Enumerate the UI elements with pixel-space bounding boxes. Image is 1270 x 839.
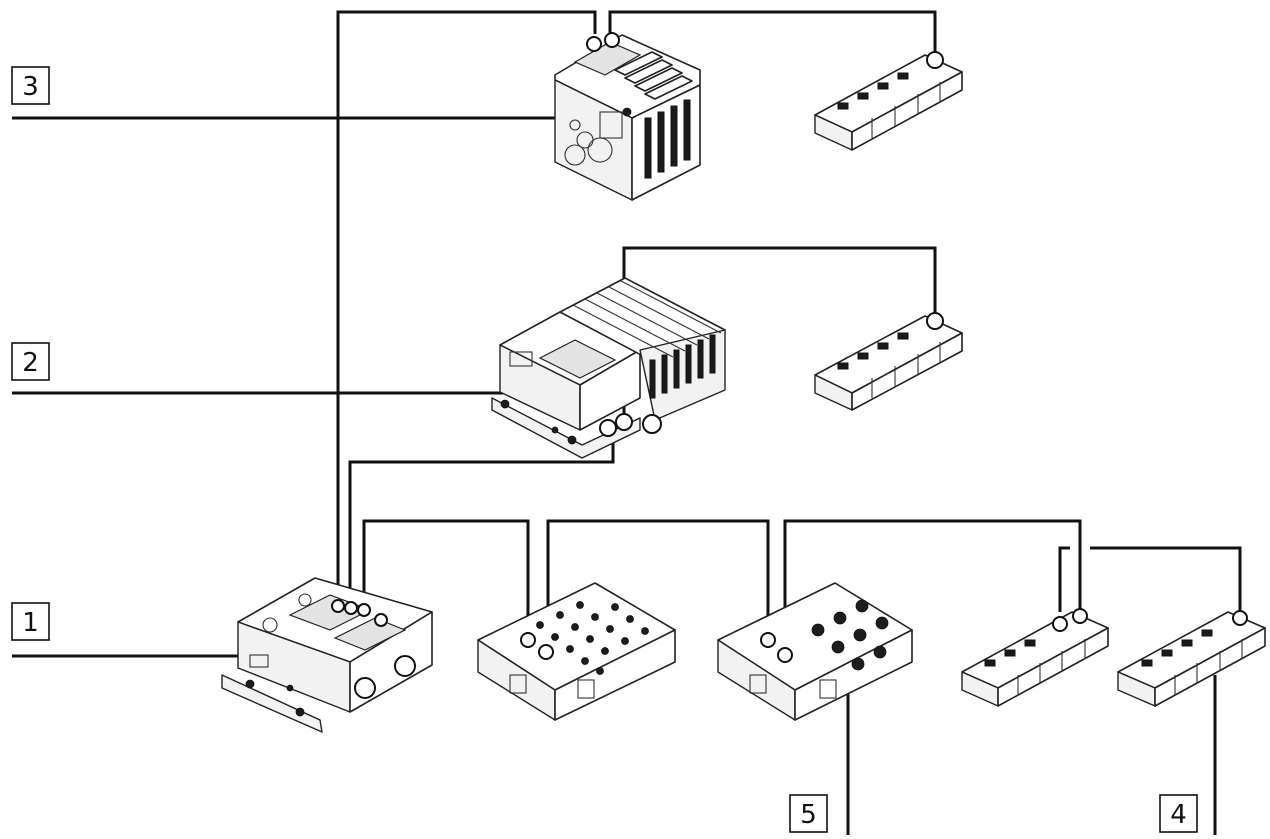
io-strip-top-port-icon [926,51,944,69]
wire-bus-to-valve-terminal-2 [348,430,615,606]
io-strip-bl-in-icon [1052,616,1068,632]
io-strip-bottom-right [1117,610,1266,707]
port-out-icon [604,32,620,48]
io-module-a-in-icon [520,632,536,648]
wire-bus-to-io-module-a [362,519,530,630]
valve-terminal-compact [554,32,701,201]
wire-io-strip-stub [1058,546,1070,612]
io-module-b-in-icon [760,632,776,648]
callout-label-2: 2 [11,342,50,381]
valve-stack [572,280,722,399]
io-strip-middle [814,312,963,411]
io-module-a-out-icon [538,644,554,660]
callout-label-1: 1 [11,602,50,641]
io-strip-br-port-icon [1232,610,1248,626]
wire-io-strip-to-io-strip [1090,546,1242,612]
wire-valve-terminal-3-to-io-strip [608,10,937,55]
callout-text-3: 3 [22,72,39,102]
bus-port-3-icon [357,603,371,617]
io-module-16-port [477,582,676,721]
connector-out-icon [615,413,633,431]
callout-leaders [12,116,1217,835]
air-supply-icon [642,414,662,434]
io-strip-top [814,51,963,151]
bus-port-4-icon [374,613,388,627]
valve-slices [614,51,693,100]
io-strip-middle-port-icon [926,312,944,330]
io-module-b-out-icon [777,647,793,663]
io-module-16-port-sockets [536,601,649,675]
callout-text-2: 2 [22,348,39,378]
io-module-8-port-sockets [811,599,889,671]
connector-in-icon [599,419,617,437]
valve-terminal-cpx [491,277,726,459]
callout-text-1: 1 [22,608,39,638]
side-connector-1-icon [354,677,376,699]
io-strip-bottom-left [961,608,1109,707]
callout-text-5: 5 [800,800,817,830]
valve-fronts [644,99,691,179]
wire-bus-to-valve-terminal-3 [336,10,597,606]
io-strip-bl-segments [984,639,1086,695]
connection-wires [336,10,1242,650]
io-module-8-port [717,582,913,721]
bus-port-2-icon [344,601,358,615]
callout-label-4: 4 [1159,794,1198,833]
wire-io-module-a-to-io-module-b [546,519,770,648]
bus-port-1-icon [331,599,345,613]
io-strip-bl-out-icon [1072,608,1088,624]
side-connector-2-icon [394,655,416,677]
io-strip-top-segments [837,72,941,138]
callout-label-3: 3 [11,66,50,105]
io-strip-br-segments [1141,629,1243,695]
bus-node [221,577,433,733]
wire-io-module-b-to-io-strip [783,519,1082,650]
port-in-icon [586,36,602,52]
callout-text-4: 4 [1170,800,1187,830]
io-strip-middle-segments [837,332,941,398]
callout-label-5: 5 [789,794,828,833]
